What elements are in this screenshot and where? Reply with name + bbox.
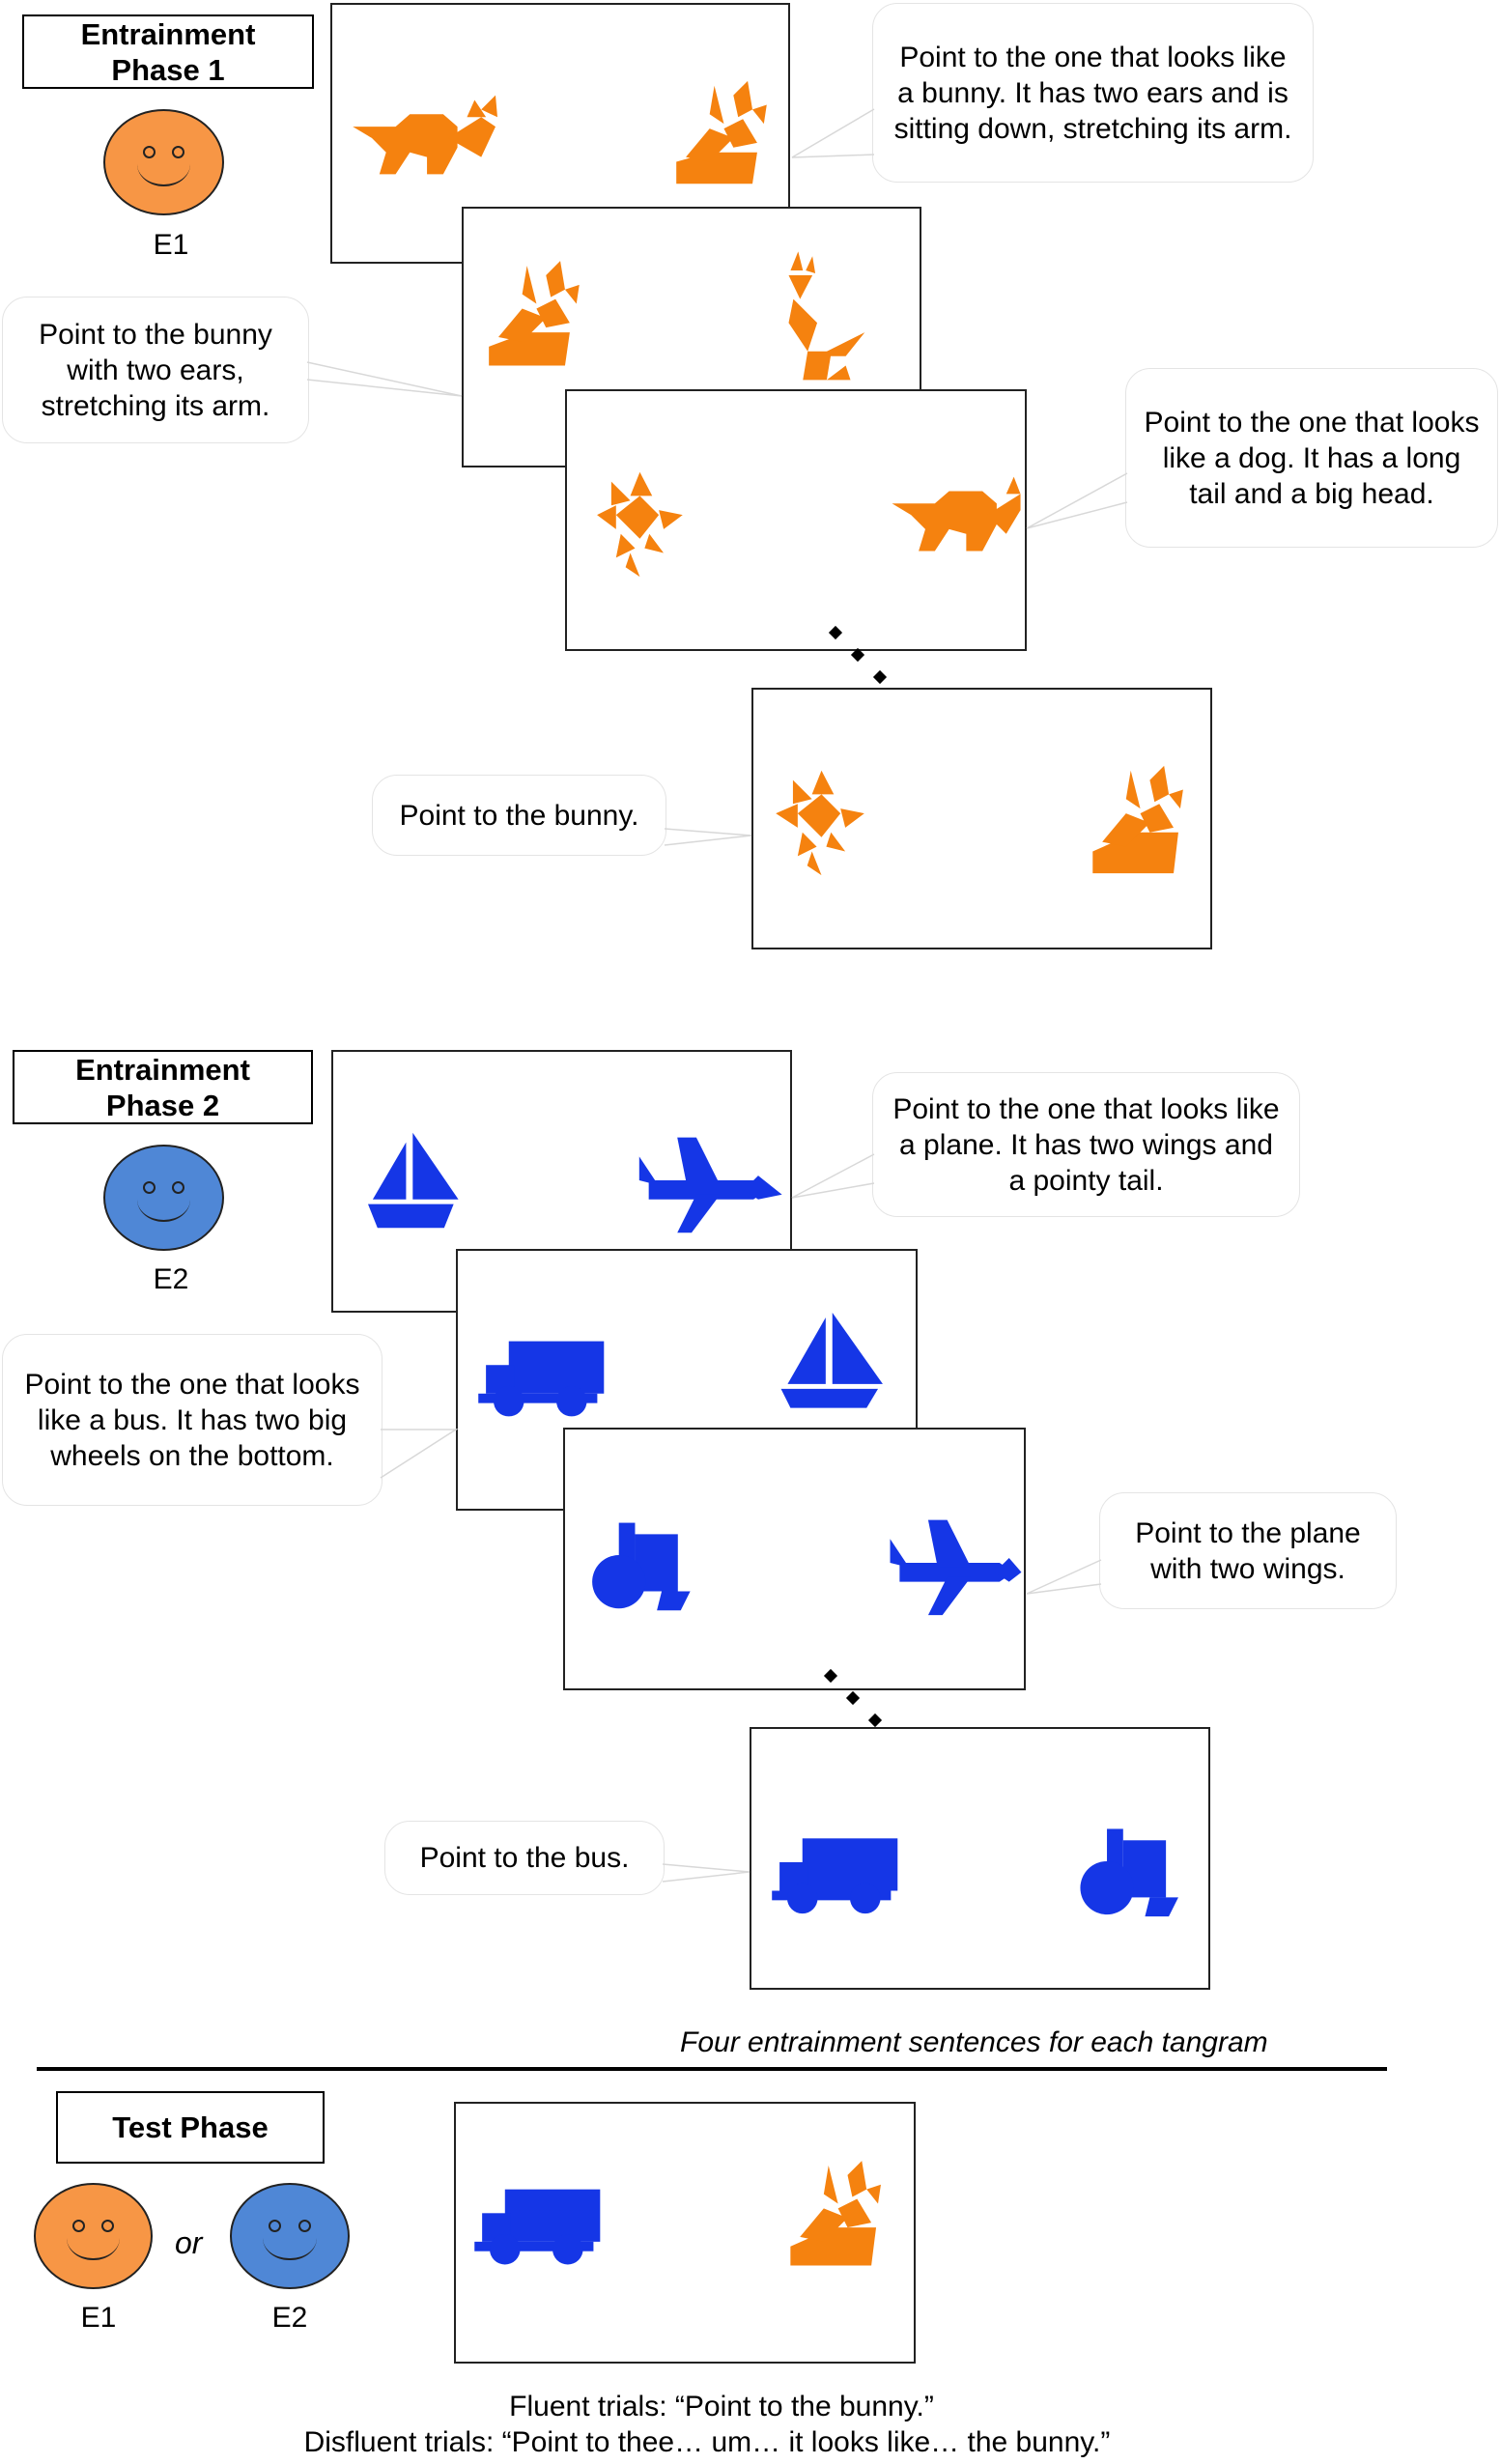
phase1-card-3	[565, 389, 1027, 651]
test-title: Test Phase	[112, 2110, 269, 2144]
phase1-bubble-c: Point to the one that looks like a dog. …	[1125, 368, 1498, 548]
bunny-tangram-icon	[1092, 765, 1183, 874]
bunny-tangram-icon	[790, 2161, 881, 2266]
continuation-dots-icon	[823, 1668, 883, 1728]
phase2-speaker-label: E2	[153, 1263, 189, 1295]
bus-tangram-icon	[474, 2189, 601, 2265]
turtle-tangram-icon	[597, 471, 683, 578]
e1-face-icon	[34, 2183, 153, 2289]
entrainment-caption: Four entrainment sentences for each tang…	[680, 2026, 1268, 2058]
e1-face-icon	[103, 109, 224, 215]
fluent-trials-text: Fluent trials: “Point to the bunny.”	[509, 2391, 934, 2422]
plane-tangram-icon	[638, 1137, 782, 1233]
cat-tangram-icon	[788, 251, 865, 381]
phase1-bubble-b: Point to the bunny with two ears, stretc…	[2, 297, 309, 443]
phase2-bubble-b: Point to the one that looks like a bus. …	[2, 1334, 382, 1506]
phase2-title-line2: Phase 2	[105, 1088, 220, 1122]
test-title-box: Test Phase	[56, 2091, 325, 2164]
phase1-title-line1: Entrainment	[80, 16, 256, 51]
phase2-bubble-c: Point to the plane with two wings.	[1099, 1492, 1397, 1609]
phase2-card-3	[563, 1428, 1026, 1690]
dog-tangram-icon	[353, 95, 497, 175]
turtle-tangram-icon	[776, 770, 864, 876]
bus-tangram-icon	[478, 1341, 605, 1417]
bus-tangram-icon	[772, 1838, 898, 1914]
tractor-tangram-icon	[1080, 1828, 1178, 1917]
phase1-speaker-label: E1	[153, 229, 189, 261]
phase2-title-line1: Entrainment	[75, 1052, 250, 1087]
phase2-card-4	[750, 1727, 1210, 1990]
phase2-bubble-a: Point to the one that looks like a plane…	[872, 1072, 1300, 1217]
e2-face-icon	[103, 1145, 224, 1251]
sailboat-tangram-icon	[780, 1313, 883, 1408]
test-speaker1-label: E1	[80, 2302, 117, 2334]
phase1-bubble-d: Point to the bunny.	[372, 775, 666, 856]
phase1-bubble-a: Point to the one that looks like a bunny…	[872, 3, 1314, 183]
continuation-dots-icon	[828, 625, 888, 685]
sailboat-tangram-icon	[367, 1132, 459, 1229]
plane-tangram-icon	[890, 1519, 1022, 1616]
test-speaker2-label: E2	[271, 2302, 308, 2334]
bunny-tangram-icon	[489, 261, 580, 366]
test-card	[454, 2102, 916, 2364]
phase1-title-line2: Phase 1	[111, 52, 225, 87]
section-divider	[37, 2067, 1387, 2071]
e2-face-icon	[230, 2183, 350, 2289]
dog-tangram-icon	[892, 476, 1021, 552]
disfluent-trials-text: Disfluent trials: “Point to thee… um… it…	[303, 2426, 1111, 2458]
or-label: or	[175, 2225, 203, 2260]
phase1-card-4	[751, 688, 1212, 949]
bunny-tangram-icon	[676, 80, 767, 184]
tractor-tangram-icon	[592, 1522, 691, 1611]
phase2-bubble-d: Point to the bus.	[384, 1821, 665, 1895]
